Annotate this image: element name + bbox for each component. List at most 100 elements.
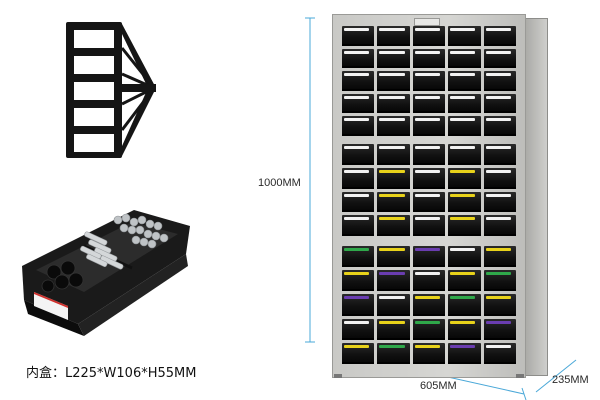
- cabinet-drawer: [412, 191, 446, 213]
- drawer-section-top: [342, 26, 516, 136]
- drawer-label-tag: [414, 73, 440, 77]
- drawer-label-tag: [379, 217, 405, 221]
- drawer-lip: [342, 186, 375, 189]
- drawer-lip: [412, 43, 446, 46]
- drawer-lip: [483, 162, 516, 165]
- drawer-label-tag: [343, 50, 370, 54]
- cabinet-drawer: [448, 342, 481, 364]
- cabinet-drawer: [483, 71, 516, 91]
- cabinet-drawer: [377, 93, 410, 114]
- cabinet-drawer: [448, 246, 481, 268]
- drawer-lip: [412, 362, 446, 364]
- drawer-label-tag: [485, 28, 511, 31]
- drawer-label-tag: [450, 95, 476, 99]
- drawer-lip: [483, 66, 516, 69]
- drawer-label-tag: [450, 344, 476, 348]
- drawer-label-tag: [343, 344, 370, 348]
- drawer-section-bottom: [342, 246, 516, 364]
- drawer-lip: [483, 234, 516, 236]
- cabinet-drawer: [342, 342, 375, 364]
- cabinet-drawer: [377, 116, 410, 136]
- cabinet-drawer: [377, 144, 410, 165]
- cabinet-drawer: [377, 246, 410, 268]
- drawer-lip: [377, 43, 410, 46]
- height-dimension-label: 1000MM: [258, 177, 301, 189]
- cabinet-drawer: [342, 191, 375, 213]
- drawer-label-tag: [379, 272, 405, 276]
- drawer-lip: [412, 337, 446, 340]
- drawer-label-tag: [414, 95, 440, 99]
- drawer-label-tag: [450, 73, 476, 77]
- drawer-label-tag: [414, 50, 440, 54]
- drawer-label-tag: [485, 217, 511, 221]
- drawer-lip: [448, 362, 481, 364]
- drawer-label-tag: [379, 95, 405, 99]
- drawer-lip: [412, 134, 446, 136]
- drawer-label-tag: [485, 272, 511, 276]
- drawer-lip: [448, 134, 481, 136]
- drawer-label-tag: [485, 344, 511, 348]
- cabinet-drawer: [483, 144, 516, 165]
- drawer-lip: [377, 186, 410, 189]
- cabinet-drawer: [342, 26, 375, 46]
- drawer-label-tag: [450, 169, 476, 173]
- drawer-lip: [377, 66, 410, 69]
- drawer-label-tag: [379, 28, 405, 31]
- drawer-lip: [448, 210, 481, 213]
- drawer-lip: [342, 43, 375, 46]
- drawer-label-tag: [343, 28, 370, 31]
- drawer-label-tag: [379, 118, 405, 122]
- cabinet-drawer: [412, 342, 446, 364]
- drawer-lip: [483, 88, 516, 91]
- drawer-label-tag: [450, 320, 476, 324]
- drawer-lip: [448, 111, 481, 114]
- drawer-lip: [448, 88, 481, 91]
- cabinet-drawer: [412, 48, 446, 69]
- cabinet-drawer: [377, 294, 410, 316]
- drawer-label-tag: [379, 193, 405, 197]
- drawer-section-middle: [342, 144, 516, 236]
- cabinet-drawer: [377, 26, 410, 46]
- drawer-lip: [342, 134, 375, 136]
- drawer-label-tag: [379, 50, 405, 54]
- drawer-label-tag: [343, 118, 370, 122]
- cabinet-drawer: [377, 342, 410, 364]
- cabinet-drawer: [342, 318, 375, 340]
- drawer-label-tag: [414, 320, 440, 324]
- drawer-label-tag: [450, 50, 476, 54]
- drawer-label-tag: [414, 272, 440, 276]
- drawer-label-tag: [450, 118, 476, 122]
- drawer-lip: [483, 337, 516, 340]
- drawer-lip: [412, 66, 446, 69]
- drawer-label-tag: [379, 320, 405, 324]
- drawer-lip: [448, 234, 481, 236]
- drawer-label-tag: [485, 73, 511, 77]
- cabinet-drawer: [412, 93, 446, 114]
- drawer-label-tag: [343, 248, 370, 251]
- drawer-label-tag: [450, 28, 476, 31]
- drawer-lip: [448, 337, 481, 340]
- drawer-label-tag: [414, 118, 440, 122]
- cabinet-foot-left: [334, 374, 342, 378]
- drawer-label-tag: [343, 169, 370, 173]
- drawer-label-tag: [485, 248, 511, 251]
- drawer-label-tag: [450, 296, 476, 300]
- drawer-lip: [483, 186, 516, 189]
- drawer-label-tag: [485, 50, 511, 54]
- drawer-label-tag: [414, 193, 440, 197]
- drawer-label-tag: [485, 95, 511, 99]
- cabinet-drawer: [448, 144, 481, 165]
- drawer-lip: [342, 162, 375, 165]
- drawer-label-tag: [414, 248, 440, 251]
- drawer-label-tag: [343, 320, 370, 324]
- drawer-label-tag: [450, 146, 476, 149]
- drawer-label-tag: [414, 169, 440, 173]
- drawer-lip: [377, 234, 410, 236]
- drawer-label-tag: [379, 73, 405, 77]
- drawer-lip: [342, 313, 375, 316]
- drawer-lip: [448, 313, 481, 316]
- drawer-lip: [412, 88, 446, 91]
- drawer-label-tag: [450, 248, 476, 251]
- cabinet-drawer: [342, 167, 375, 189]
- cabinet-drawer: [483, 294, 516, 316]
